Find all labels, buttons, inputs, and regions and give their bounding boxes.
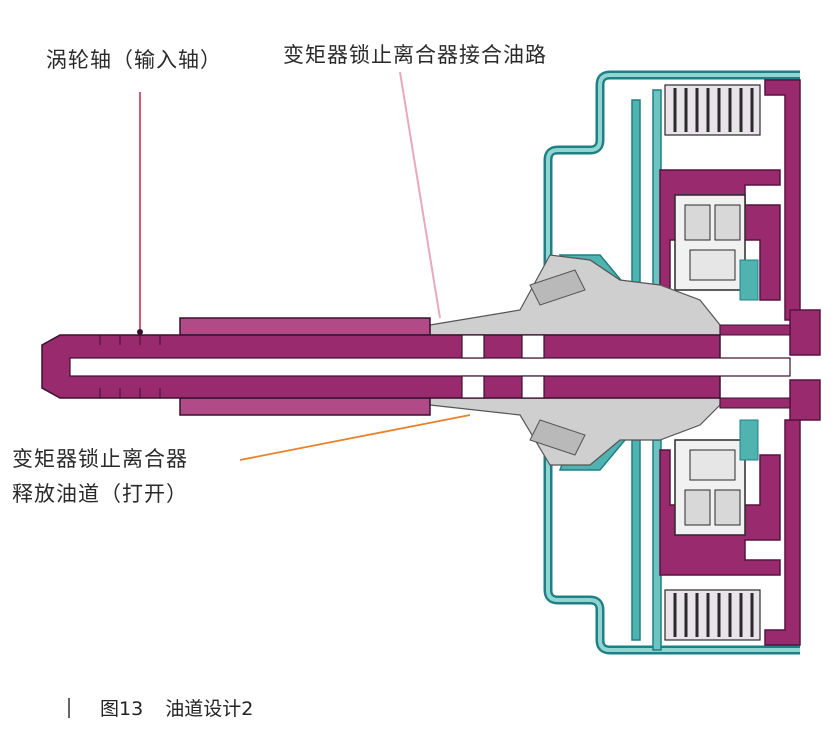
tcc-apply-passage-label: 变矩器锁止离合器接合油路 bbox=[283, 43, 547, 67]
turbine-shaft-label: 涡轮轴（输入轴） bbox=[46, 48, 222, 72]
apply-passage-leader bbox=[399, 71, 441, 319]
bearing-assembly-bottom bbox=[674, 419, 759, 536]
tcc-release-label-line1: 变矩器锁止离合器 bbox=[12, 447, 188, 471]
bearing-assembly-top bbox=[674, 194, 759, 301]
torque-converter-housing bbox=[543, 70, 800, 655]
figure-caption: 图13 油道设计2 bbox=[68, 694, 253, 721]
caption-bar bbox=[68, 697, 70, 718]
caption-title: 油道设计2 bbox=[165, 698, 254, 720]
clutch-plates-bottom bbox=[664, 589, 761, 641]
turbine-shaft bbox=[41, 317, 791, 416]
release-passage-leader bbox=[239, 414, 471, 461]
caption-number: 图13 bbox=[100, 698, 144, 720]
apply-oil-passage bbox=[429, 254, 721, 466]
tcc-release-label-line2: 释放油道（打开） bbox=[12, 482, 188, 506]
clutch-plates-top bbox=[664, 84, 761, 136]
turbine-shaft-leader-dot bbox=[137, 329, 143, 335]
